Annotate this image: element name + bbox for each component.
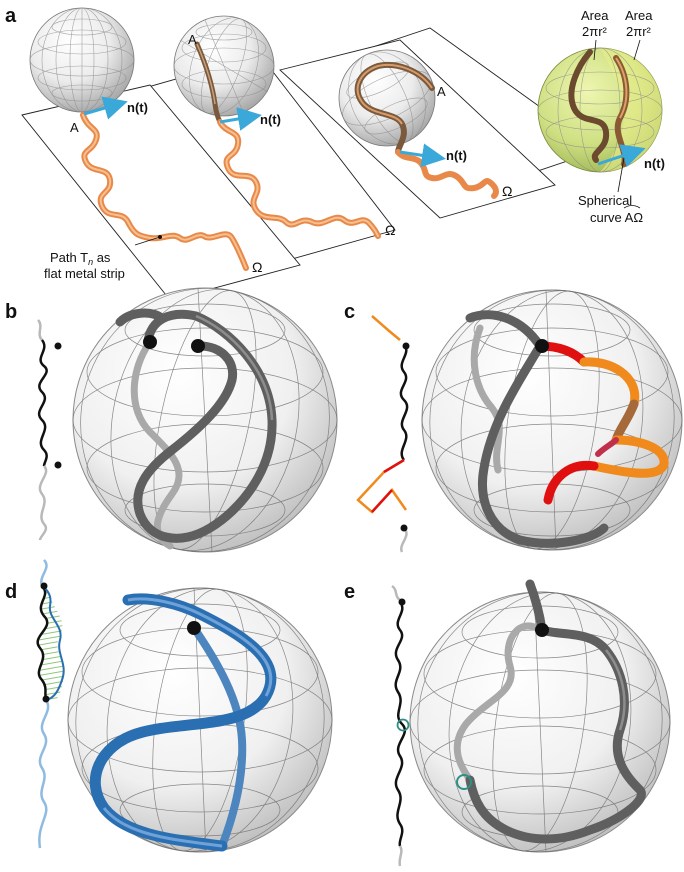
omega-label-2: Ω [385,222,395,238]
sphere-1 [29,7,135,113]
panel-b: b [5,287,338,553]
side-path-d-start-dot [40,582,48,590]
side-path-c-start-dot [402,342,410,350]
sphere-4-area [537,47,663,173]
panel-d: d [5,559,333,853]
panel-a-letter: a [5,5,17,27]
pole-dot-b [191,339,205,353]
omega-label-3: Ω [502,183,512,199]
tube-b-top [115,308,167,327]
tube-c-orange-1 [579,357,640,409]
side-path-e-light-top [391,584,401,602]
panel-e-letter: e [344,581,355,603]
path-caption-line1: Path Tn as [50,250,111,267]
sphere-3 [338,49,436,155]
panel-e: e [344,579,671,867]
spherical-curve-label-line1: Spherical [578,193,632,208]
side-path-d-blue-mid [41,585,65,701]
side-path-b-light-top [36,319,44,341]
arc-accent [623,205,641,209]
side-path-b-light-bottom [38,465,48,541]
pole-dot-e [535,623,549,637]
normal-label-1: n(t) [127,100,148,115]
pole-dot-d [187,621,201,635]
area-label-1-line1: Area [581,8,609,23]
tube-c-red-3 [595,437,619,457]
area-label-2-line1: Area [625,8,653,23]
side-path-c-orange-top [371,315,401,341]
side-path-c-zigzag [356,458,408,514]
side-path-c-end-dot [400,524,408,532]
side-path-d-black [36,585,49,699]
tube-c-red-2 [543,460,599,505]
normal-arrow-3 [399,143,446,168]
point-a-label-1: A [70,120,79,135]
sphere-c [421,289,683,551]
tube-c-gray [465,310,609,548]
point-a-label-3: A [437,84,446,99]
sphere-e [409,579,671,853]
side-path-b-end-dot [54,461,62,469]
tube-c-orange-2 [589,435,669,478]
side-path-e-start-dot [398,598,406,606]
panel-a: a A n(t) Ω [5,5,665,301]
omega-dot-4 [623,147,629,153]
tube-e-shine [605,649,626,731]
omega-label-1: Ω [252,259,262,275]
normal-arrow-4 [597,144,646,168]
start-dot-b [143,335,157,349]
sphere-d [67,587,333,853]
normal-label-2: n(t) [260,112,281,127]
path-caption-dot [158,235,162,239]
side-path-e-black [394,601,407,847]
tube-b-shine [195,314,274,421]
area-label-1-line2: 2πr² [582,24,608,39]
path-caption-line2: flat metal strip [44,266,125,281]
tube-d-back [190,624,247,850]
side-path-e-marker [396,718,410,732]
pole-dot-c [535,339,549,353]
strip-3 [395,149,499,199]
tube-c-back [470,324,503,474]
side-path-e-light-bottom [398,845,403,867]
side-path-d-blue-bottom [38,699,50,849]
side-path-c-black [399,343,409,461]
strip-1-highlight [82,114,247,269]
sphere-e-marker [456,774,472,790]
area-leader-2 [633,39,641,61]
strip-2-highlight [219,121,379,237]
side-path-b-black [37,339,48,467]
normal-label-4: n(t) [644,156,665,171]
tube-d-shine-2 [102,807,223,848]
panel-c-letter: c [344,301,355,323]
tube-d-shine [127,597,273,697]
spherical-curve-leader [617,157,625,193]
panel-b-letter: b [5,301,17,323]
sphere-b [72,287,338,553]
side-path-d-blue-top [40,559,48,587]
area-leader-1 [593,39,597,61]
tube-e-back [453,622,544,784]
panel-d-letter: d [5,581,17,603]
panel-c: c [344,289,683,553]
side-path-d-end-dot [42,695,50,703]
tube-e-front [465,579,646,844]
side-path-c-light [400,527,408,553]
side-path-c-red [371,458,405,513]
normal-label-3: n(t) [446,148,467,163]
normal-arrow-1 [83,96,128,120]
path-caption-leader [134,236,161,246]
sphere-2 [173,15,275,125]
area-label-2-line2: 2πr² [626,24,652,39]
point-a-label-2: A [188,32,197,47]
normal-arrow-2 [219,107,262,131]
side-path-b-start-dot [54,342,62,350]
spherical-curve-label-line2: curve AΩ [590,210,643,225]
